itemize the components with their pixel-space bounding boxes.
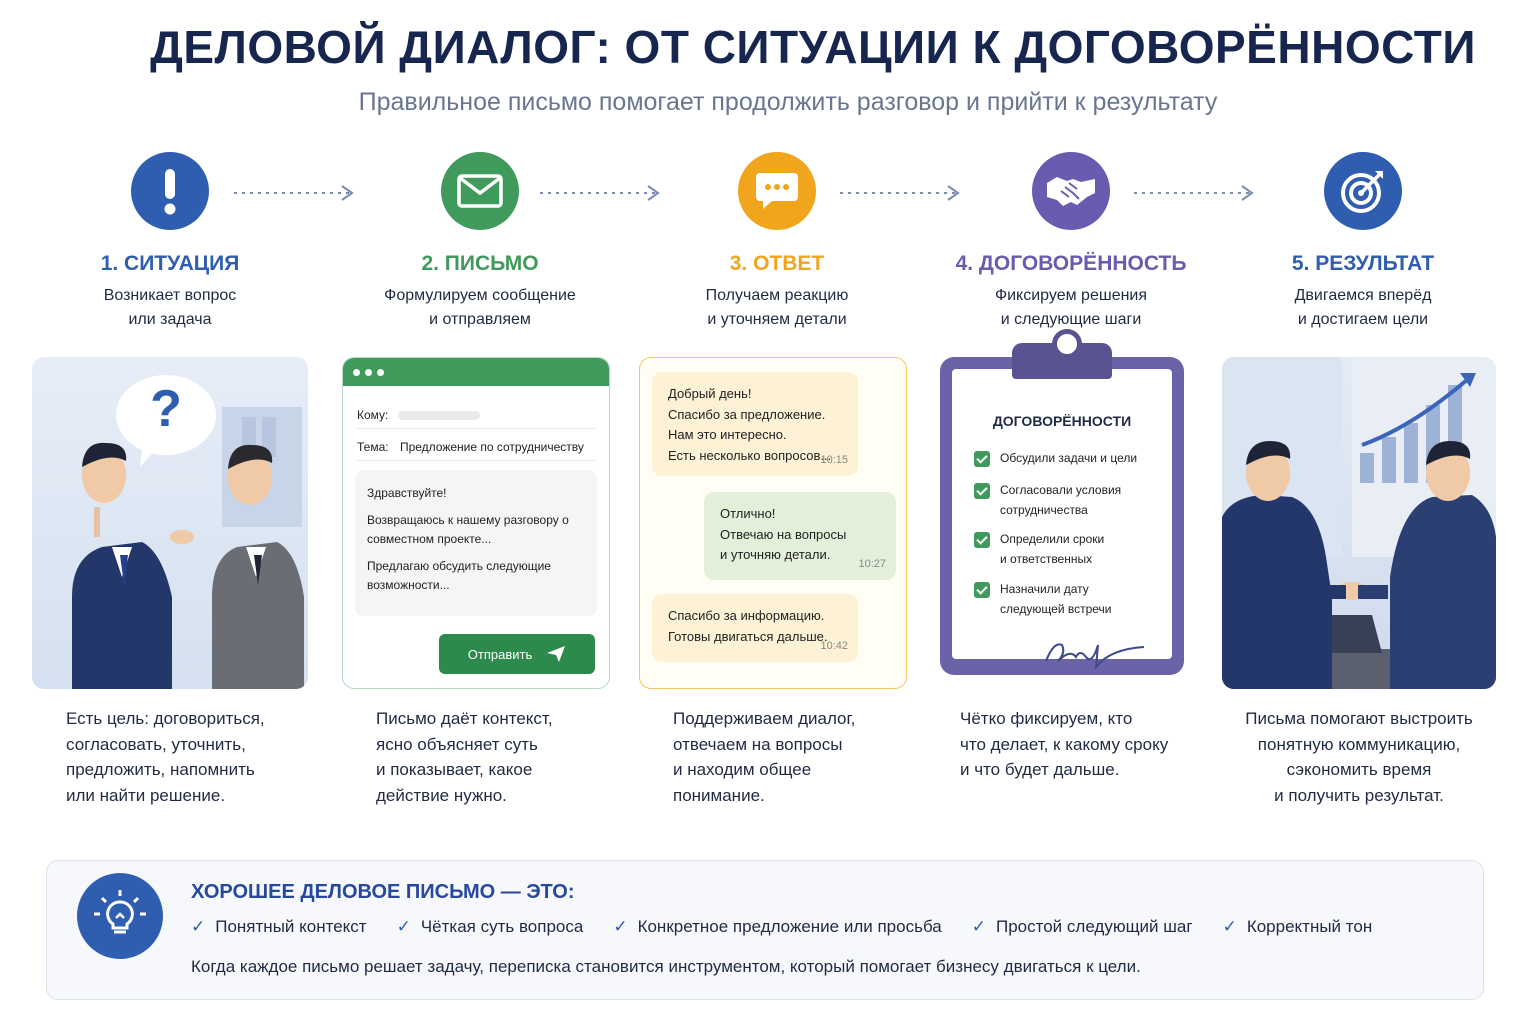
result-illustration [1222, 357, 1496, 689]
checkbox-icon [974, 451, 990, 467]
subject-label: Тема: [357, 440, 389, 454]
subject-field[interactable]: Тема: Предложение по сотрудничеству [357, 440, 584, 454]
check-icon: ✓ [971, 917, 986, 936]
email-line: Предлагаю обсудить следующие возможности… [367, 559, 551, 592]
message-time: 10:15 [820, 453, 848, 466]
page-title: ДЕЛОВОЙ ДИАЛОГ: ОТ СИТУАЦИИ К ДОГОВОРЁНН… [150, 21, 1476, 73]
clipboard-title: ДОГОВОРЁННОСТИ [992, 413, 1132, 429]
step-title: 3. ОТВЕТ [729, 252, 825, 275]
email-greeting: Здравствуйте! [367, 486, 447, 500]
clipboard-clamp [1012, 329, 1112, 379]
chat-message: Отлично! Отвечаю на вопросы и уточняю де… [704, 492, 896, 580]
question-mark: ? [150, 380, 182, 438]
summary-point: ✓ Корректный тон [1223, 917, 1373, 937]
summary-panel: ХОРОШЕЕ ДЕЛОВОЕ ПИСЬМО — ЭТО: ✓ Понятный … [46, 860, 1484, 1000]
check-icon: ✓ [191, 917, 206, 936]
arrow-right-icon [840, 185, 960, 201]
checklist-text: Обсудили задачи и цели [1000, 451, 1138, 465]
step-situation: 1. СИТУАЦИЯ Возникает вопрос или задача [20, 152, 320, 332]
chat-message: Добрый день! Спасибо за предложение. Нам… [652, 372, 858, 476]
step-title: 4. ДОГОВОРЁННОСТЬ [955, 252, 1187, 275]
step-title: 1. СИТУАЦИЯ [100, 252, 240, 275]
message-text: Добрый день! Спасибо за предложение. Нам… [668, 386, 832, 463]
email-window: Кому: Тема: Предложение по сотрудничеств… [342, 357, 610, 689]
chat-message: Спасибо за информацию. Готовы двигаться … [652, 594, 858, 662]
checklist-text: Определили сроки и ответственных [1000, 532, 1105, 566]
step-explanation: Поддерживаем диалог, отвечаем на вопросы… [673, 709, 856, 805]
checklist-item: Определили сроки и ответственных [974, 530, 1158, 569]
message-time: 10:42 [820, 639, 848, 652]
step-description: Двигаемся вперёд и достигаем цели [1294, 287, 1432, 328]
step-agreement: 4. ДОГОВОРЁННОСТЬ Фиксируем решения и сл… [921, 152, 1221, 332]
exclamation-icon [131, 152, 209, 230]
summary-points: ✓Понятный контекст ✓Чёткая суть вопроса … [191, 917, 1372, 937]
arrow-right-icon [1134, 185, 1254, 201]
handshake-icon [1032, 152, 1110, 230]
checklist-item: Согласовали условия сотрудничества [974, 481, 1158, 520]
window-titlebar [343, 358, 609, 386]
chat-icon [738, 152, 816, 230]
message-time: 10:27 [858, 557, 886, 570]
chat-window: Добрый день! Спасибо за предложение. Нам… [639, 357, 907, 689]
step-description: Фиксируем решения и следующие шаги [994, 287, 1148, 328]
signature [1045, 643, 1145, 669]
email-line: Возвращаюсь к нашему разговору о совмест… [367, 513, 569, 546]
step-result: 5. РЕЗУЛЬТАТ Двигаемся вперёд и достигае… [1213, 152, 1513, 332]
checkbox-icon [974, 532, 990, 548]
lightbulb-icon [77, 873, 163, 959]
check-icon: ✓ [613, 917, 628, 936]
step-explanation: Письмо даёт контекст, ясно объясняет сут… [376, 709, 553, 805]
send-label: Отправить [467, 646, 533, 662]
summary-note: Когда каждое письмо решает задачу, переп… [191, 957, 1141, 976]
checklist-text: Назначили дату следующей встречи [1000, 582, 1112, 616]
message-text: Спасибо за информацию. Готовы двигаться … [668, 608, 828, 644]
checklist-item: Обсудили задачи и цели [974, 449, 1158, 469]
situation-illustration: ? [32, 357, 308, 689]
point-text: Конкретное предложение или просьба [637, 917, 942, 936]
check-icon: ✓ [396, 917, 411, 936]
summary-point: ✓ Простой следующий шаг [972, 917, 1193, 937]
point-text: Понятный контекст [215, 917, 367, 936]
step-explanation: Письма помогают выстроить понятную комму… [1245, 709, 1473, 805]
point-text: Чёткая суть вопроса [420, 917, 584, 936]
summary-point: ✓ Понятный контекст [191, 917, 367, 937]
check-icon: ✓ [1222, 917, 1237, 936]
step-reply: 3. ОТВЕТ Получаем реакцию и уточняем дет… [627, 152, 927, 332]
subject-value: Предложение по сотрудничеству [399, 440, 584, 454]
paper-plane-icon [547, 646, 566, 662]
step-description: Формулируем сообщение и отправляем [384, 287, 576, 328]
point-text: Корректный тон [1246, 917, 1373, 936]
step-description: Получаем реакцию и уточняем детали [705, 287, 849, 328]
checklist-item: Назначили дату следующей встречи [974, 580, 1158, 619]
arrow-right-icon [234, 185, 354, 201]
target-icon [1324, 152, 1402, 230]
step-letter: 2. ПИСЬМО Формулируем сообщение и отправ… [330, 152, 630, 332]
step-description: Возникает вопрос или задача [103, 287, 237, 328]
summary-point: ✓ Чёткая суть вопроса [397, 917, 584, 937]
checkbox-icon [974, 483, 990, 499]
summary-title: ХОРОШЕЕ ДЕЛОВОЕ ПИСЬМО — ЭТО: [191, 881, 575, 903]
summary-point: ✓ Конкретное предложение или просьба [613, 917, 941, 937]
checkbox-icon [974, 582, 990, 598]
page-subtitle: Правильное письмо помогает продолжить ра… [358, 88, 1218, 116]
agreements-clipboard: ДОГОВОРЁННОСТИ Обсудили задачи и цели Со… [940, 329, 1184, 689]
email-body[interactable]: Здравствуйте! Возвращаюсь к нашему разго… [355, 470, 597, 616]
checklist-text: Согласовали условия сотрудничества [1000, 483, 1122, 517]
envelope-icon [441, 152, 519, 230]
to-label: Кому: [357, 408, 389, 422]
step-title: 2. ПИСЬМО [421, 252, 539, 275]
message-text: Отлично! Отвечаю на вопросы и уточняю де… [720, 506, 847, 562]
point-text: Простой следующий шаг [996, 917, 1193, 936]
send-button[interactable]: Отправить [439, 634, 595, 674]
step-title: 5. РЕЗУЛЬТАТ [1291, 252, 1435, 275]
arrow-right-icon [540, 185, 660, 201]
step-explanation: Чётко фиксируем, кто что делает, к каком… [960, 709, 1169, 779]
step-explanation: Есть цель: договориться, согласовать, ут… [66, 709, 265, 805]
to-field[interactable]: Кому: [357, 408, 480, 422]
